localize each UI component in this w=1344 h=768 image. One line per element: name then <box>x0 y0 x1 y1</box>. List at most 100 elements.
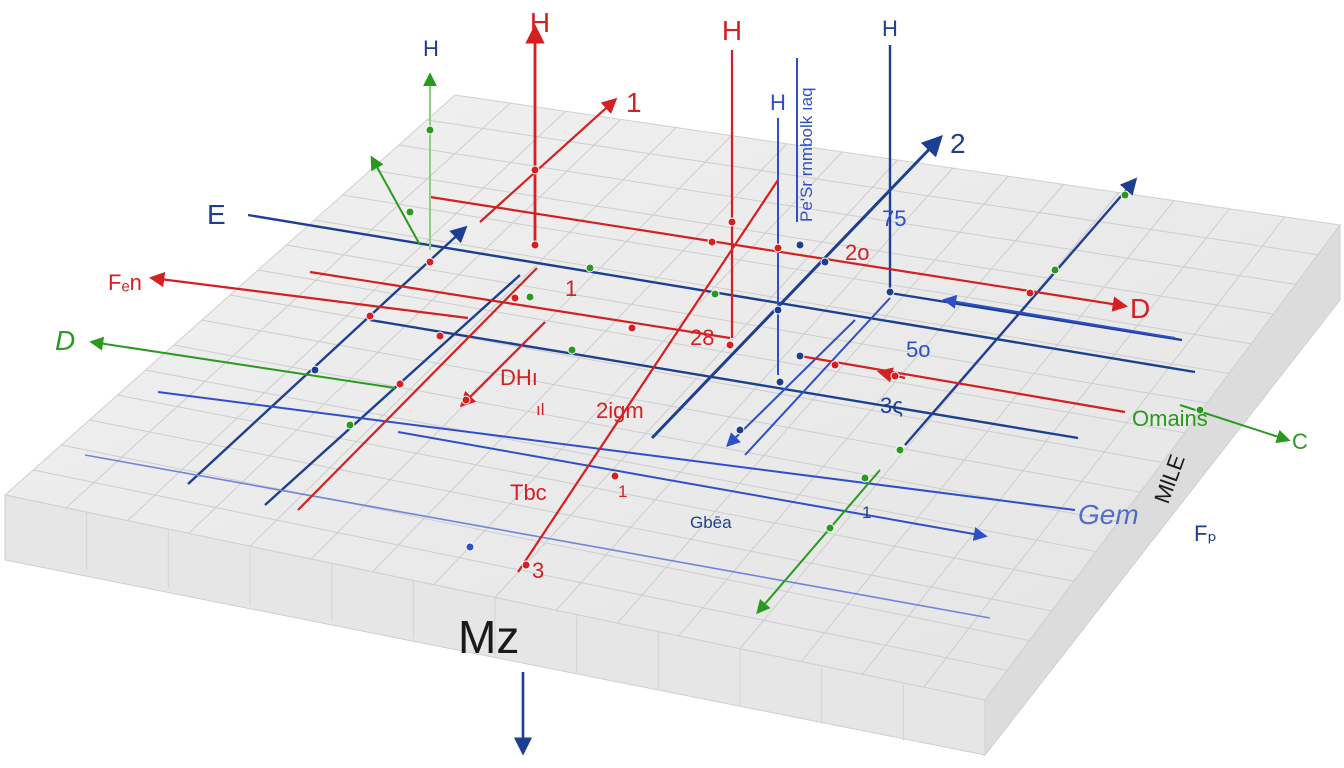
green-axes <box>89 72 1291 615</box>
blue-line-faint <box>84 454 991 619</box>
grid-line <box>61 444 1030 642</box>
navy-line-right-top <box>889 291 1183 342</box>
label-h-blue-mid: H <box>770 90 786 115</box>
navy-diagonal-left-2 <box>264 274 521 506</box>
blue-diagonal <box>744 297 891 456</box>
grid-line <box>800 200 1175 662</box>
junction-marker <box>627 323 637 333</box>
junction-marker <box>1025 288 1035 298</box>
label-num-1: 1 <box>626 87 642 118</box>
junction-marker <box>435 331 445 341</box>
label-75: 75 <box>882 206 906 231</box>
label-i-mark: ıl <box>536 400 545 419</box>
label-num-2: 2 <box>950 128 966 159</box>
junction-marker <box>510 293 520 303</box>
green-diagonal-down <box>756 469 881 615</box>
label-tbc: Tbc <box>510 480 547 505</box>
junction-marker <box>820 257 830 267</box>
blue-diagonal-2 <box>726 319 856 447</box>
junction-marker <box>425 257 435 267</box>
red-diagonal-1 <box>479 97 618 223</box>
junction-marker <box>461 395 471 405</box>
junction-marker <box>425 125 435 135</box>
junction-marker <box>707 237 717 247</box>
red-diagonal-long <box>297 267 538 511</box>
label-50: 5o <box>906 337 930 362</box>
junction-marker <box>530 240 540 250</box>
label-e-left: E <box>207 199 226 230</box>
red-axes <box>148 24 1129 573</box>
red-line-mid <box>309 270 731 340</box>
junction-marker <box>860 473 870 483</box>
junction-marker <box>521 560 531 570</box>
label-gem: Gem <box>1078 499 1139 530</box>
junction-marker <box>825 523 835 533</box>
junction-marker <box>795 240 805 250</box>
junction-marker <box>395 379 405 389</box>
label-1-small: 1 <box>565 276 577 301</box>
grid-line <box>678 184 1064 637</box>
plate-right-side <box>984 223 1341 757</box>
red-diagonal-3 <box>517 179 779 573</box>
label-h-red-1: H <box>530 7 550 38</box>
grid-line <box>173 344 1119 523</box>
label-omains: Omains <box>1132 406 1208 431</box>
green-diagonal-up <box>370 155 421 246</box>
label-1-green: 1 <box>862 503 871 522</box>
label-2igm: 2igm <box>596 398 644 423</box>
junction-marker <box>890 371 900 381</box>
label-c-right: C <box>1292 429 1308 454</box>
junction-marker <box>895 445 905 455</box>
label-d-left: D <box>55 325 75 356</box>
junction-marker <box>735 425 745 435</box>
junction-markers <box>310 125 1205 570</box>
label-1-lower: 1 <box>618 482 627 501</box>
label-fp: Fₚ <box>1194 521 1217 546</box>
junction-marker <box>365 311 375 321</box>
label-3s: 3ς <box>880 393 903 418</box>
junction-marker <box>727 217 737 227</box>
navy-line-lower <box>369 318 1079 440</box>
junction-marker <box>530 165 540 175</box>
label-vertical-text: Pe'Sr rnmbolk ıaq <box>797 87 816 222</box>
label-h-navy-left: H <box>423 36 439 61</box>
label-3: 3 <box>532 558 544 583</box>
junction-marker <box>830 360 840 370</box>
label-fen: Fₑn <box>108 270 142 295</box>
grid-line <box>117 394 1074 582</box>
label-mz: Mz <box>458 611 519 663</box>
junction-marker <box>885 287 895 297</box>
label-dhi: DHı <box>500 365 538 390</box>
junction-marker <box>465 542 475 552</box>
navy-diagonal-left <box>187 225 468 485</box>
grid-line <box>862 208 1230 675</box>
junction-marker <box>567 345 577 355</box>
blue-line-2 <box>397 431 988 541</box>
junction-marker <box>405 207 415 217</box>
red-diagonal-dhi <box>459 321 546 408</box>
grid-line <box>617 175 1009 624</box>
navy-diagonal-2 <box>650 134 943 440</box>
junction-marker <box>525 292 535 302</box>
junction-marker <box>795 351 805 361</box>
grid-line <box>89 419 1052 612</box>
labels: H H H H H Pe'Sr rnmbolk ıaq 1 2 E Fₑn D … <box>55 7 1308 663</box>
plate <box>3 94 1341 757</box>
label-2o: 2o <box>845 240 869 265</box>
blue-short-arrow <box>942 294 1176 339</box>
grid-line <box>923 216 1286 688</box>
junction-marker <box>585 263 595 273</box>
junction-marker <box>725 340 735 350</box>
junction-marker <box>1120 190 1130 200</box>
junction-marker <box>775 377 785 387</box>
blue-line-1 <box>157 391 1076 511</box>
label-28: 28 <box>690 325 714 350</box>
red-line-omains <box>799 354 1126 414</box>
label-d-right: D <box>1130 293 1150 324</box>
navy-line-e <box>247 213 1196 374</box>
red-line-fen <box>148 271 469 320</box>
junction-marker <box>710 289 720 299</box>
junction-marker <box>345 420 355 430</box>
junction-marker <box>310 365 320 375</box>
